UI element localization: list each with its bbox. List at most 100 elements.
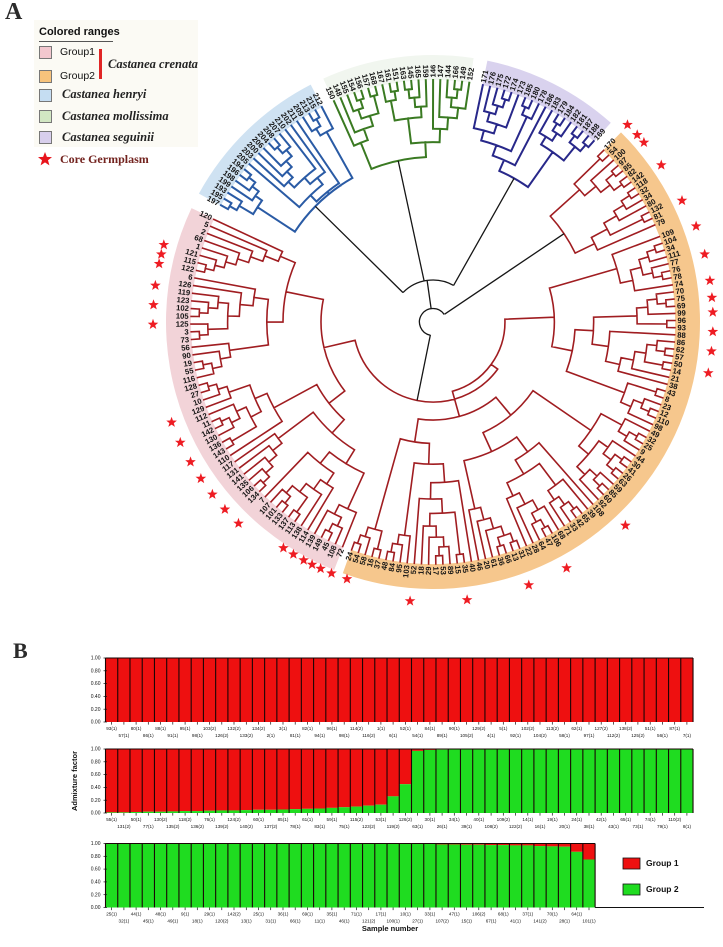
svg-text:171: 171 [479,69,491,84]
svg-text:66(1): 66(1) [290,919,301,924]
svg-text:120(2): 120(2) [215,919,229,924]
svg-text:132(2): 132(2) [227,726,241,731]
svg-text:75(1): 75(1) [339,824,350,829]
svg-text:81(1): 81(1) [290,733,301,738]
svg-text:0.60: 0.60 [91,867,101,873]
svg-text:24: 24 [344,550,356,562]
svg-text:1.00: 1.00 [91,656,101,662]
svg-text:115(2): 115(2) [350,817,363,822]
svg-text:155: 155 [338,80,351,96]
svg-text:29: 29 [424,566,433,575]
svg-text:93(1): 93(1) [106,726,117,731]
svg-text:19: 19 [183,358,193,368]
svg-text:0.00: 0.00 [91,905,101,911]
svg-text:74(1): 74(1) [645,817,656,822]
svg-text:30: 30 [630,459,642,471]
svg-text:100(1): 100(1) [386,919,400,924]
svg-text:Sample number: Sample number [362,924,418,933]
svg-text:12: 12 [659,408,670,420]
svg-text:70(1): 70(1) [547,912,558,917]
svg-text:34(1): 34(1) [449,817,460,822]
svg-text:33: 33 [568,521,580,533]
svg-text:5: 5 [203,220,211,230]
svg-text:84(1): 84(1) [425,726,436,731]
svg-text:5(1): 5(1) [499,726,508,731]
svg-text:0.00: 0.00 [91,720,101,726]
svg-text:0.80: 0.80 [91,854,101,860]
svg-text:151: 151 [390,67,401,82]
svg-text:35: 35 [460,564,470,574]
svg-text:135(2): 135(2) [166,824,180,829]
svg-text:44(1): 44(1) [131,912,142,917]
svg-text:54: 54 [351,553,362,565]
svg-text:64(1): 64(1) [571,912,582,917]
svg-text:3(1): 3(1) [279,726,288,731]
svg-text:167: 167 [375,69,386,83]
svg-text:139(2): 139(2) [215,824,229,829]
svg-text:56(1): 56(1) [657,733,668,738]
svg-text:141(2): 141(2) [533,919,547,924]
svg-text:14(1): 14(1) [522,817,533,822]
svg-text:62: 62 [675,345,685,355]
svg-text:126(2): 126(2) [399,817,413,822]
svg-text:122(2): 122(2) [509,824,523,829]
svg-text:172: 172 [501,75,513,90]
svg-text:62(1): 62(1) [571,726,582,731]
svg-text:165: 165 [413,65,423,79]
svg-text:61: 61 [489,558,500,569]
svg-text:79: 79 [655,216,666,228]
svg-text:73: 73 [180,335,189,345]
svg-text:2(1): 2(1) [267,733,276,738]
svg-text:26(1): 26(1) [437,824,448,829]
svg-text:46: 46 [474,561,484,571]
svg-text:78: 78 [673,271,684,282]
svg-text:116: 116 [182,374,196,386]
svg-text:77(1): 77(1) [143,824,154,829]
svg-text:96(1): 96(1) [327,726,338,731]
svg-text:10(1): 10(1) [400,912,411,917]
svg-text:118(2): 118(2) [179,817,192,822]
svg-text:89(1): 89(1) [437,733,448,738]
svg-text:98(1): 98(1) [339,733,350,738]
svg-text:71(1): 71(1) [351,912,362,917]
svg-text:1.00: 1.00 [91,841,101,847]
svg-text:29(1): 29(1) [204,912,215,917]
svg-text:76: 76 [671,264,681,275]
svg-text:161: 161 [382,68,393,83]
svg-text:43(1): 43(1) [608,824,619,829]
svg-text:142(2): 142(2) [227,912,241,917]
svg-text:134(2): 134(2) [252,726,266,731]
svg-text:156: 156 [352,75,364,90]
svg-text:1.00: 1.00 [91,747,101,753]
svg-text:63(1): 63(1) [412,824,423,829]
svg-text:49: 49 [649,428,661,440]
svg-text:121(2): 121(2) [362,919,376,924]
svg-text:8: 8 [664,394,672,404]
svg-text:58(1): 58(1) [559,733,570,738]
svg-text:50(1): 50(1) [131,817,142,822]
svg-text:48: 48 [379,560,390,571]
svg-text:129: 129 [191,404,206,417]
svg-text:109: 109 [660,227,675,240]
svg-text:78(1): 78(1) [290,824,301,829]
svg-text:61(1): 61(1) [302,817,313,822]
svg-text:79(1): 79(1) [657,824,668,829]
svg-text:10: 10 [192,396,203,407]
svg-text:13: 13 [509,551,520,562]
svg-text:128: 128 [183,381,198,393]
svg-text:76(1): 76(1) [204,817,215,822]
svg-text:130(2): 130(2) [154,817,168,822]
svg-text:103: 103 [401,565,411,579]
svg-text:98(1): 98(1) [192,733,203,738]
svg-text:0.80: 0.80 [91,668,101,674]
svg-text:20: 20 [482,560,493,570]
svg-text:38(1): 38(1) [584,824,595,829]
svg-text:50: 50 [673,359,683,369]
svg-text:133(2): 133(2) [240,733,254,738]
svg-text:145: 145 [405,65,415,79]
svg-text:102: 102 [176,303,189,313]
svg-text:99: 99 [677,309,686,318]
svg-text:95(1): 95(1) [180,726,191,731]
svg-text:0.20: 0.20 [91,707,101,713]
svg-text:96: 96 [677,316,686,325]
